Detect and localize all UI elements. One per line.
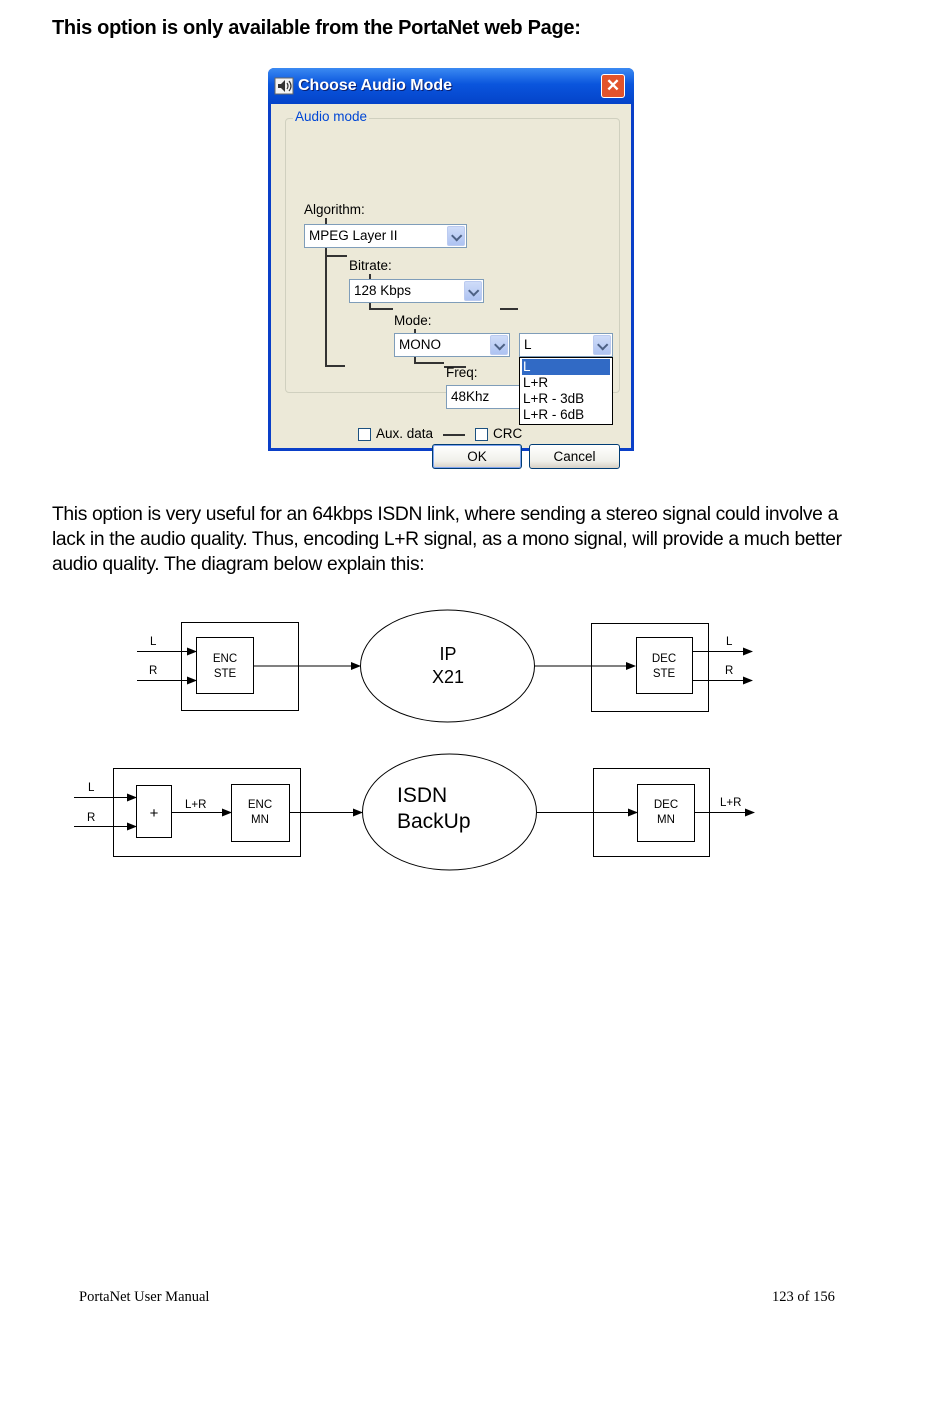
mode-value: MONO (399, 337, 441, 352)
dec-mn-label: DEC (654, 799, 678, 811)
tree-line (444, 366, 466, 368)
channel-dropdown-list: L L+R L+R - 3dB L+R - 6dB (519, 357, 613, 425)
dec-ste-box (636, 637, 693, 694)
footer-page-number: 123 of 156 (772, 1289, 835, 1305)
algorithm-value: MPEG Layer II (309, 228, 398, 243)
aux-data-label: Aux. data (376, 426, 434, 441)
algorithm-label: Algorithm: (304, 202, 365, 217)
dec-ste-label: DEC (652, 653, 676, 665)
bitrate-label: Bitrate: (349, 258, 392, 273)
enc-ste-label: STE (214, 668, 237, 680)
footer-manual-title: PortaNet User Manual (79, 1289, 210, 1305)
output-r-label: R (725, 665, 733, 677)
output-lr-label: L+R (720, 797, 741, 809)
tree-line (443, 434, 465, 436)
channel-value: L (524, 337, 532, 352)
isdn-backup-network-ellipse (362, 753, 537, 871)
freq-label: Freq: (446, 365, 478, 380)
network-label: X21 (432, 667, 464, 687)
summer-plus-label: + (150, 805, 159, 822)
channel-option[interactable]: L+R - 6dB (523, 407, 585, 422)
enc-ste-box (196, 637, 254, 694)
channel-option[interactable]: L+R - 3dB (523, 391, 585, 406)
tree-line (325, 218, 327, 366)
channel-option[interactable]: L (522, 359, 610, 375)
page-heading: This option is only available from the P… (52, 17, 581, 39)
tree-line (325, 255, 347, 257)
signal-flow-diagram: L R ENC STE DEC STE L R L R L+R ENC MN D… (74, 609, 755, 871)
cancel-button[interactable]: Cancel (529, 444, 620, 469)
speaker-icon (274, 77, 294, 95)
ip-x21-network-ellipse (360, 609, 535, 723)
chevron-down-icon[interactable] (447, 226, 465, 246)
network-label: ISDN (397, 784, 447, 807)
choose-audio-mode-dialog: Choose Audio Mode ✕ Audio mode Algorithm… (268, 68, 634, 469)
dialog-titlebar: Choose Audio Mode ✕ (268, 68, 634, 104)
dec-mn-box (637, 784, 695, 842)
ok-button[interactable]: OK (432, 444, 522, 469)
aux-data-checkbox[interactable] (358, 428, 371, 441)
network-label: BackUp (397, 810, 471, 833)
input-r-label: R (87, 812, 95, 824)
freq-value: 48Khz (451, 389, 490, 404)
freq-field[interactable]: 48Khz (446, 385, 526, 409)
chevron-down-icon[interactable] (464, 281, 482, 301)
input-l-label: L (88, 782, 95, 794)
mode-label: Mode: (394, 313, 432, 328)
enc-mn-box (231, 784, 290, 842)
dec-ste-label: STE (653, 668, 676, 680)
sum-output-label: L+R (185, 799, 206, 811)
input-l-label: L (150, 636, 157, 648)
bitrate-value: 128 Kbps (354, 283, 412, 298)
enc-ste-label: ENC (213, 653, 237, 665)
audio-mode-group-label: Audio mode (293, 109, 370, 124)
channel-option[interactable]: L+R (523, 375, 549, 390)
summer-box (136, 785, 172, 838)
enc-mn-label: ENC (248, 799, 272, 811)
close-icon[interactable]: ✕ (601, 74, 625, 98)
crc-checkbox[interactable] (475, 428, 488, 441)
enc-mn-label: MN (251, 814, 269, 826)
chevron-down-icon[interactable] (593, 335, 611, 355)
dec-mn-label: MN (657, 814, 675, 826)
tree-line (414, 362, 444, 364)
paragraph-line: This option is very useful for an 64kbps… (52, 504, 838, 525)
decoder-housing-box (591, 623, 709, 712)
mode-select[interactable]: MONO (394, 333, 510, 357)
paragraph-line: lack in the audio quality. Thus, encodin… (52, 529, 842, 550)
channel-select[interactable]: L (519, 333, 613, 357)
network-label: IP (439, 644, 456, 664)
input-r-label: R (149, 665, 157, 677)
output-l-label: L (726, 636, 733, 648)
algorithm-select[interactable]: MPEG Layer II (304, 224, 467, 248)
tree-line (325, 365, 345, 367)
chevron-down-icon[interactable] (490, 335, 508, 355)
dialog-body: Audio mode Algorithm: MPEG Layer II Bitr… (271, 104, 631, 469)
tree-line (500, 308, 518, 310)
paragraph-line: audio quality. The diagram below explain… (52, 554, 425, 575)
dialog-title: Choose Audio Mode (298, 77, 453, 94)
crc-label: CRC (493, 426, 523, 441)
body-paragraph: This option is very useful for an 64kbps… (52, 502, 852, 577)
bitrate-select[interactable]: 128 Kbps (349, 279, 484, 303)
tree-line (369, 308, 393, 310)
